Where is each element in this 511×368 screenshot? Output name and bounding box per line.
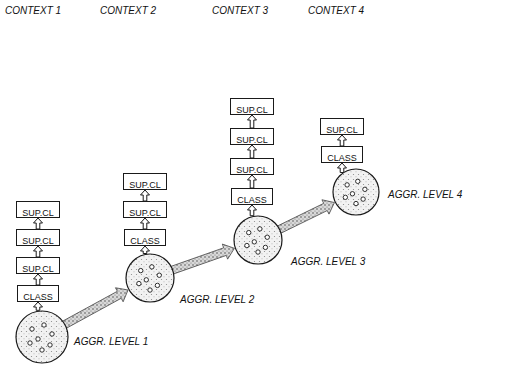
element-dot [265, 235, 269, 239]
level-label: AGGR. LEVEL 1 [74, 336, 148, 348]
class-box: SUP.CL [16, 257, 60, 274]
class-box: CLASS [17, 285, 59, 302]
circle-outline [332, 168, 380, 216]
generalisation-arrow [248, 115, 257, 128]
element-dot [252, 240, 256, 244]
context-heading: CONTEXT 4 [308, 5, 364, 17]
generalisation-arrow [34, 218, 43, 229]
generalisation-arrow [141, 190, 150, 201]
class-box: CLASS [231, 188, 273, 205]
aggregation-circle: AGGR. LEVEL 2 [125, 253, 175, 303]
element-dot [343, 195, 347, 199]
element-dot [139, 268, 143, 272]
element-dot [36, 337, 40, 341]
generalisation-arrow [34, 274, 43, 285]
element-dot [150, 265, 154, 269]
circle-shape [234, 216, 282, 264]
element-dot [363, 187, 367, 191]
element-dot [356, 179, 360, 183]
class-box: CLASS [124, 229, 166, 246]
generalisation-arrow [248, 205, 257, 216]
box-label: SUP.CL [125, 206, 164, 221]
class-box: SUP.CL [123, 173, 167, 190]
generalisation-arrow [248, 145, 257, 158]
box-label: SUP.CL [125, 178, 164, 193]
box-label: CLASS [233, 193, 271, 208]
generalisation-arrow [141, 246, 150, 254]
generalisation-arrow [338, 135, 347, 146]
element-dot [256, 250, 260, 254]
element-dot [28, 341, 32, 345]
element-dot [144, 278, 148, 282]
circle-outline [233, 215, 283, 265]
class-box: SUP.CL [16, 201, 60, 218]
context-heading: CONTEXT 1 [5, 5, 61, 17]
box-label: SUP.CL [232, 163, 271, 178]
circle-outline [15, 310, 69, 364]
element-dot [137, 281, 141, 285]
circle-shape [333, 169, 379, 215]
box-label: SUP.CL [18, 262, 57, 277]
circle-shape [16, 311, 68, 363]
element-dot [155, 283, 159, 287]
element-dot [148, 288, 152, 292]
element-dot [345, 183, 349, 187]
context-heading: CONTEXT 3 [212, 5, 268, 17]
generalisation-arrow [141, 218, 150, 229]
element-dot [42, 323, 46, 327]
class-box: SUP.CL [230, 158, 274, 175]
element-dot [40, 348, 44, 352]
level-label: AGGR. LEVEL 4 [388, 189, 462, 201]
box-label: CLASS [126, 234, 164, 249]
class-box: CLASS [321, 146, 363, 163]
circle-outline [125, 253, 175, 303]
element-dot [263, 245, 267, 249]
level-label: AGGR. LEVEL 2 [180, 294, 254, 306]
aggregation-circle: AGGR. LEVEL 1 [15, 310, 69, 364]
circle-shape [126, 254, 174, 302]
element-dot [157, 273, 161, 277]
aggregation-circle: AGGR. LEVEL 3 [233, 215, 283, 265]
element-dot [258, 227, 262, 231]
aggregation-circle: AGGR. LEVEL 4 [332, 168, 380, 216]
class-box: SUP.CL [230, 128, 274, 145]
box-label: CLASS [19, 290, 57, 305]
element-dot [361, 197, 365, 201]
generalisation-arrow [34, 246, 43, 257]
box-label: SUP.CL [322, 123, 361, 138]
box-label: SUP.CL [18, 206, 57, 221]
element-dot [350, 192, 354, 196]
class-box: SUP.CL [320, 118, 364, 135]
class-box: SUP.CL [123, 201, 167, 218]
generalisation-arrow [34, 302, 43, 310]
element-dot [50, 332, 54, 336]
box-label: SUP.CL [232, 133, 271, 148]
element-dot [245, 243, 249, 247]
box-label: SUP.CL [232, 103, 271, 118]
element-dot [30, 327, 34, 331]
element-dot [354, 201, 358, 205]
class-box: SUP.CL [16, 229, 60, 246]
level-label: AGGR. LEVEL 3 [291, 256, 365, 268]
context-heading: CONTEXT 2 [100, 5, 156, 17]
class-box: SUP.CL [230, 98, 274, 115]
element-dot [48, 343, 52, 347]
box-label: CLASS [323, 151, 361, 166]
generalisation-arrow [248, 175, 257, 188]
box-label: SUP.CL [18, 234, 57, 249]
element-dot [247, 230, 251, 234]
